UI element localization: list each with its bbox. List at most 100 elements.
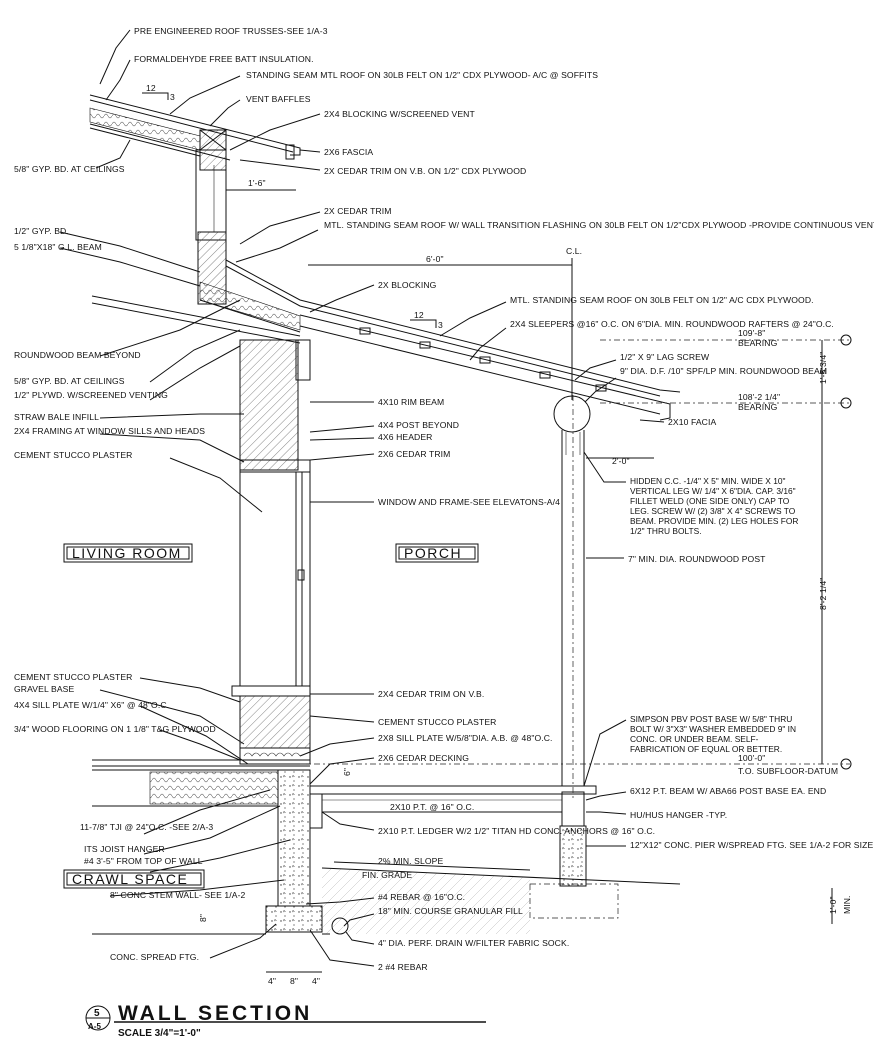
pitch-12-porch: 12 [414, 310, 424, 320]
svg-text:FORMALDEHYDE FREE BATT INSULAT: FORMALDEHYDE FREE BATT INSULATION. [134, 54, 314, 64]
label-gravel: GRAVEL BASE [14, 684, 74, 694]
svg-text:3: 3 [438, 320, 443, 330]
bearing-word-1: BEARING [738, 338, 778, 348]
svg-text:GRAVEL BASE: GRAVEL BASE [14, 684, 74, 694]
pitch-3-porch: 3 [438, 320, 443, 330]
dim-datum: 100'-0" [738, 753, 765, 763]
svg-text:2X10 FACIA: 2X10 FACIA [668, 417, 716, 427]
svg-text:8" CONC STEM WALL- SEE 1/A-2: 8" CONC STEM WALL- SEE 1/A-2 [110, 890, 246, 900]
svg-text:4" DIA. PERF. DRAIN W/FILTER F: 4" DIA. PERF. DRAIN W/FILTER FABRIC SOCK… [378, 938, 569, 948]
label-framing-sills: 2X4 FRAMING AT WINDOW SILLS AND HEADS [14, 426, 205, 436]
svg-text:VENT BAFFLES: VENT BAFFLES [246, 94, 311, 104]
svg-text:108'-2 1/4": 108'-2 1/4" [738, 392, 780, 402]
svg-text:3/4" WOOD FLOORING ON 1 1/8" T: 3/4" WOOD FLOORING ON 1 1/8" T&G PLYWOOD [14, 724, 216, 734]
label-mtl-roof-porch: MTL. STANDING SEAM ROOF ON 30LB FELT ON … [510, 295, 814, 305]
svg-text:6X12 P.T. BEAM W/ ABA66 POST B: 6X12 P.T. BEAM W/ ABA66 POST BASE EA. EN… [630, 786, 826, 796]
svg-text:100'-0": 100'-0" [738, 753, 765, 763]
svg-text:6": 6" [342, 768, 352, 776]
svg-text:ITS JOIST HANGER: ITS JOIST HANGER [84, 844, 165, 854]
svg-text:9" DIA. D.F. /10" SPF/LP MIN.: 9" DIA. D.F. /10" SPF/LP MIN. ROUNDWOOD … [620, 366, 827, 376]
svg-text:5/8" GYP. BD. AT CEILINGS: 5/8" GYP. BD. AT CEILINGS [14, 164, 125, 174]
detail-number: 5 [94, 1008, 100, 1019]
room-living: LIVING ROOM [72, 545, 182, 561]
svg-text:8": 8" [198, 914, 208, 922]
label-flooring: 3/4" WOOD FLOORING ON 1 1/8" T&G PLYWOOD [14, 724, 216, 734]
label-stucco-2: CEMENT STUCCO PLASTER [14, 672, 132, 682]
label-vent-baffles: VENT BAFFLES [246, 94, 311, 104]
label-beam-6x12: 6X12 P.T. BEAM W/ ABA66 POST BASE EA. EN… [630, 786, 826, 796]
svg-text:5/8" GYP. BD. AT CEILINGS: 5/8" GYP. BD. AT CEILINGS [14, 376, 125, 386]
label-fascia-2x10: 2X10 FACIA [668, 417, 716, 427]
label-sill-2x8: 2X8 SILL PLATE W/5/8"DIA. A.B. @ 48"O.C. [378, 733, 553, 743]
svg-text:2X6 CEDAR DECKING: 2X6 CEDAR DECKING [378, 753, 469, 763]
svg-text:BEARING: BEARING [738, 338, 778, 348]
svg-text:BEARING: BEARING [738, 402, 778, 412]
label-blocking-vent: 2X4 BLOCKING W/SCREENED VENT [324, 109, 475, 119]
svg-text:CEMENT STUCCO PLASTER: CEMENT STUCCO PLASTER [14, 450, 132, 460]
label-window: WINDOW AND FRAME-SEE ELEVATONS-A/4 [378, 497, 560, 507]
label-cl: C.L. [566, 246, 582, 256]
label-spread-ftg: CONC. SPREAD FTG. [110, 952, 199, 962]
svg-text:12: 12 [414, 310, 424, 320]
label-blocking-2x: 2X BLOCKING [378, 280, 437, 290]
dim-6-0: 6'-0" [426, 254, 444, 264]
svg-text:FIN. GRADE: FIN. GRADE [362, 870, 412, 880]
label-sill-plate: 4X4 SILL PLATE W/1/4" X6" @ 48"O.C. [14, 700, 169, 710]
label-header: 4X6 HEADER [378, 432, 433, 442]
label-fin-grade: FIN. GRADE [362, 870, 412, 880]
label-pier: 12"X12" CONC. PIER W/SPREAD FTG. SEE 1/A… [630, 840, 874, 850]
svg-text:C.L.: C.L. [566, 246, 582, 256]
svg-text:2X CEDAR TRIM: 2X CEDAR TRIM [324, 206, 392, 216]
svg-text:1/2" X 9" LAG SCREW: 1/2" X 9" LAG SCREW [620, 352, 710, 362]
label-cedar-trim: 2X CEDAR TRIM [324, 206, 392, 216]
dim-1-0: 1'-0" [828, 896, 838, 914]
svg-text:7" MIN. DIA. ROUNDWOOD POST: 7" MIN. DIA. ROUNDWOOD POST [628, 554, 766, 564]
svg-text:1/2" GYP. BD.: 1/2" GYP. BD. [14, 226, 69, 236]
dim-6: 6" [342, 768, 352, 776]
svg-text:1'-5 3/4": 1'-5 3/4" [818, 352, 828, 384]
svg-text:2'-0": 2'-0" [612, 456, 630, 466]
svg-text:#4 3'-5" FROM TOP OF WALL: #4 3'-5" FROM TOP OF WALL [84, 856, 203, 866]
svg-text:2X4 SLEEPERS @16" O.C. ON 6"DI: 2X4 SLEEPERS @16" O.C. ON 6"DIA. MIN. RO… [510, 319, 834, 329]
main-wall [231, 339, 311, 765]
dim-8: 8" [198, 914, 208, 922]
svg-text:11-7/8" TJI @ 24"O.C. -SEE 2/A: 11-7/8" TJI @ 24"O.C. -SEE 2/A-3 [80, 822, 213, 832]
label-rebar-2: 2 #4 REBAR [378, 962, 428, 972]
label-gyp-ceil-top: 5/8" GYP. BD. AT CEILINGS [14, 164, 125, 174]
svg-text:4X6 HEADER: 4X6 HEADER [378, 432, 433, 442]
svg-text:8": 8" [290, 976, 298, 986]
label-batt: FORMALDEHYDE FREE BATT INSULATION. [134, 54, 314, 64]
svg-text:4X10 RIM BEAM: 4X10 RIM BEAM [378, 397, 444, 407]
svg-text:4": 4" [312, 976, 320, 986]
svg-text:2X10 P.T. LEDGER W/2 1/2" TITA: 2X10 P.T. LEDGER W/2 1/2" TITAN HD CONC.… [378, 826, 655, 836]
label-rebar-top: #4 3'-5" FROM TOP OF WALL [84, 856, 203, 866]
svg-text:1/2" PLYWD. W/SCREENED VENTING: 1/2" PLYWD. W/SCREENED VENTING [14, 390, 168, 400]
svg-text:HU/HUS HANGER -TYP.: HU/HUS HANGER -TYP. [630, 810, 727, 820]
label-gyp-half: 1/2" GYP. BD. [14, 226, 69, 236]
dim-1-6: 1'-6" [248, 178, 266, 188]
svg-text:2X6 CEDAR TRIM: 2X6 CEDAR TRIM [378, 449, 450, 459]
label-decking: 2X6 CEDAR DECKING [378, 753, 469, 763]
svg-text:5: 5 [94, 1008, 100, 1019]
pitch-12-top: 12 [146, 83, 156, 93]
svg-text:WINDOW AND FRAME-SEE ELEVATONS: WINDOW AND FRAME-SEE ELEVATONS-A/4 [378, 497, 560, 507]
svg-text:ROUNDWOOD BEAM BEYOND: ROUNDWOOD BEAM BEYOND [14, 350, 141, 360]
svg-text:2X10 P.T. @ 16" O.C.: 2X10 P.T. @ 16" O.C. [390, 802, 474, 812]
label-hidden-cc: HIDDEN C.C. -1/4" X 5" MIN. WIDE X 10" V… [630, 476, 799, 536]
label-stem-wall: 8" CONC STEM WALL- SEE 1/A-2 [110, 890, 246, 900]
dim-1-5-3-4: 1'-5 3/4" [818, 352, 828, 384]
porch-roof [91, 259, 681, 421]
svg-text:4X4 SILL PLATE W/1/4" X6" @ 48: 4X4 SILL PLATE W/1/4" X6" @ 48"O.C. [14, 700, 169, 710]
upper-roof [89, 94, 301, 171]
svg-text:2X6 FASCIA: 2X6 FASCIA [324, 147, 373, 157]
label-gravel-fill: 18" MIN. COURSE GRANULAR FILL [378, 906, 523, 916]
svg-text:2 #4 REBAR: 2 #4 REBAR [378, 962, 428, 972]
svg-text:2X4 BLOCKING W/SCREENED VENT: 2X4 BLOCKING W/SCREENED VENT [324, 109, 475, 119]
pitch-3-top: 3 [170, 92, 175, 102]
label-roundwood-beam-beyond: ROUNDWOOD BEAM BEYOND [14, 350, 141, 360]
label-rim-beam: 4X10 RIM BEAM [378, 397, 444, 407]
label-its: ITS JOIST HANGER [84, 844, 165, 854]
label-trusses: PRE ENGINEERED ROOF TRUSSES-SEE 1/A-3 [134, 26, 328, 36]
datum-word: T.O. SUBFLOOR-DATUM [738, 766, 838, 776]
